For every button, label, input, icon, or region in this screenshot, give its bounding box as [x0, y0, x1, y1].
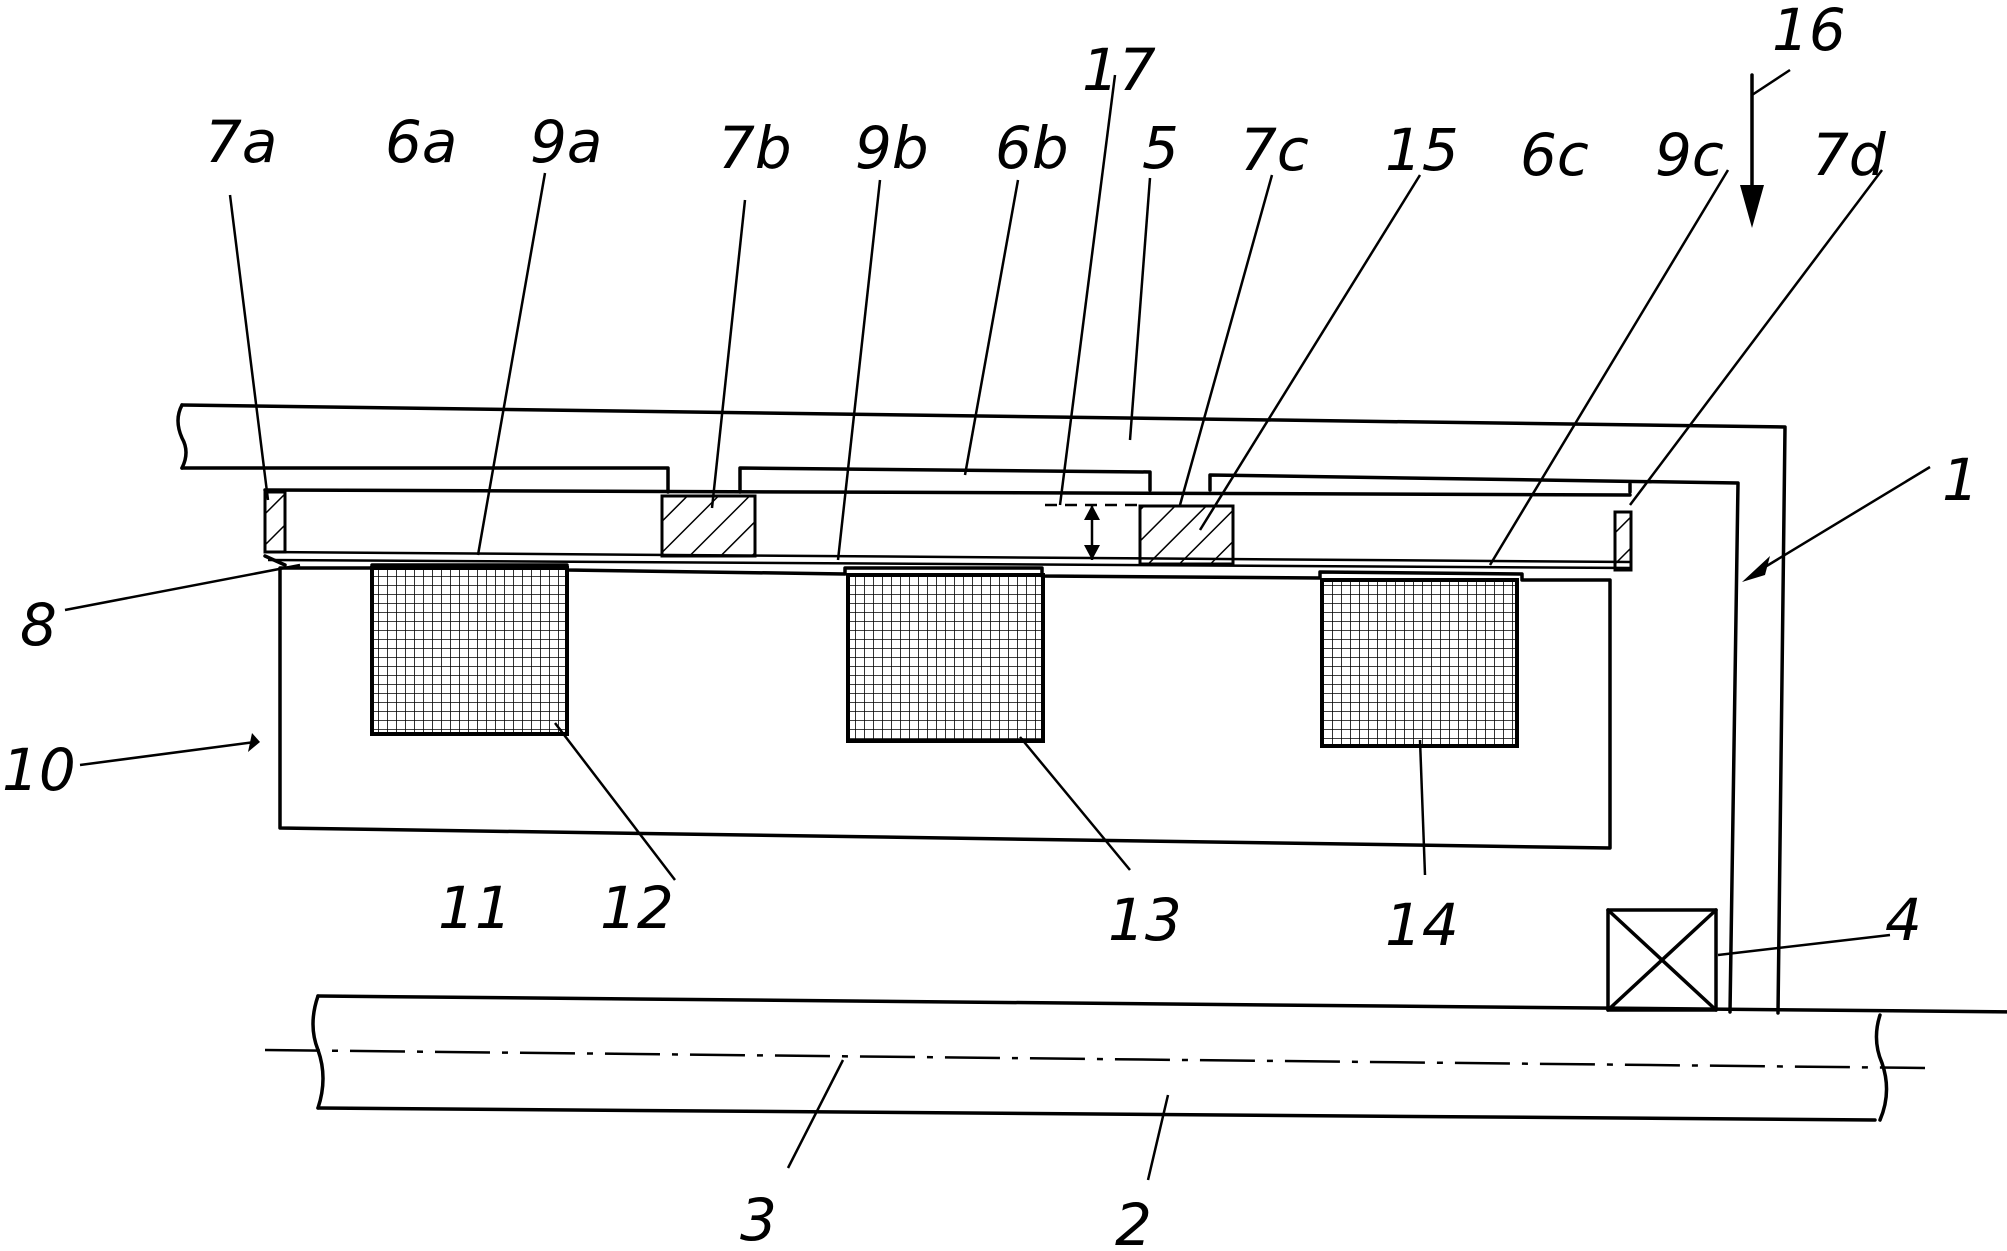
label-12: 12	[600, 874, 674, 942]
ring-7c	[1140, 506, 1233, 564]
coil-13	[848, 575, 1043, 741]
label-7b: 7b	[718, 114, 792, 182]
label-3: 3	[740, 1186, 777, 1251]
label-6b: 6b	[995, 114, 1069, 182]
label-9a: 9a	[530, 108, 602, 176]
label-17: 17	[1082, 36, 1156, 104]
label-16: 16	[1772, 0, 1846, 64]
label-10: 10	[2, 736, 76, 804]
label-9c: 9c	[1655, 121, 1724, 189]
ring-7a	[265, 492, 285, 552]
label-1: 1	[1942, 446, 1979, 514]
arrow-16	[1740, 70, 1790, 228]
label-6c: 6c	[1520, 121, 1589, 189]
label-6a: 6a	[385, 108, 457, 176]
label-8: 8	[20, 591, 57, 659]
label-9b: 9b	[855, 114, 929, 182]
coil-14	[1322, 580, 1517, 746]
label-15: 15	[1385, 116, 1459, 184]
label-4: 4	[1885, 886, 1922, 954]
gap-dimension	[1045, 505, 1140, 560]
label-13: 13	[1108, 886, 1182, 954]
axis-line	[265, 1050, 1925, 1068]
label-14: 14	[1385, 891, 1459, 959]
ring-7d	[1615, 512, 1631, 570]
ring-7b	[662, 496, 755, 556]
coil-12	[372, 568, 567, 734]
label-7d: 7d	[1812, 121, 1887, 189]
shaft	[313, 996, 2007, 1120]
label-2: 2	[1115, 1191, 1152, 1251]
label-7c: 7c	[1240, 116, 1309, 184]
label-5: 5	[1142, 114, 1179, 182]
label-7a: 7a	[205, 108, 277, 176]
bearing	[1608, 910, 1716, 1010]
label-11: 11	[438, 874, 512, 942]
